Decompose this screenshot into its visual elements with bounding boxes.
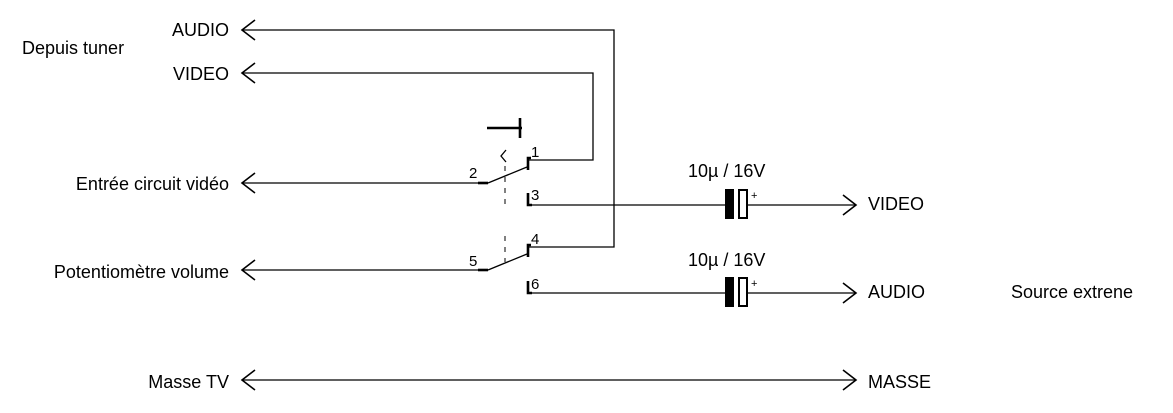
label-video-circuit: Entrée circuit vidéo [76,174,229,194]
label-volume-pot: Potentiomètre volume [54,262,229,282]
label-video-out: VIDEO [868,194,924,214]
pin-3-label: 3 [531,187,539,204]
capacitor-video-value: 10µ / 16V [688,161,765,181]
label-masse-out: MASSE [868,372,931,392]
video-tuner-wire [240,62,594,161]
label-video-in: VIDEO [173,64,229,84]
arrow-right-icon [842,194,858,216]
label-masse-tv: Masse TV [148,372,229,392]
pin-6-label: 6 [531,276,539,293]
pin-4-label: 4 [531,231,539,248]
label-audio-out: AUDIO [868,282,925,302]
label-depuis-tuner: Depuis tuner [22,38,124,58]
push-switch-icon [487,118,522,262]
video-output-line: + 10µ / 16V [528,161,858,219]
switch-section-audio: 4 5 6 [240,231,539,295]
pin-5-label: 5 [469,253,477,270]
audio-output-line: + 10µ / 16V [528,250,858,307]
capacitor-video-plus: + [751,190,757,202]
switch-section-video: 1 2 3 [240,144,539,207]
capacitor-audio-icon: + [725,277,757,307]
arrow-right-icon [842,282,858,304]
pin-1-label: 1 [531,144,539,161]
capacitor-video-icon: + [725,189,757,219]
capacitor-audio-value: 10µ / 16V [688,250,765,270]
arrow-right-icon [842,369,858,391]
label-source-externe: Source extrene [1011,282,1133,302]
label-audio-in: AUDIO [172,20,229,40]
capacitor-audio-plus: + [751,278,757,290]
audio-tuner-wire [240,19,615,248]
ground-line [240,369,858,391]
pin-2-label: 2 [469,165,477,182]
